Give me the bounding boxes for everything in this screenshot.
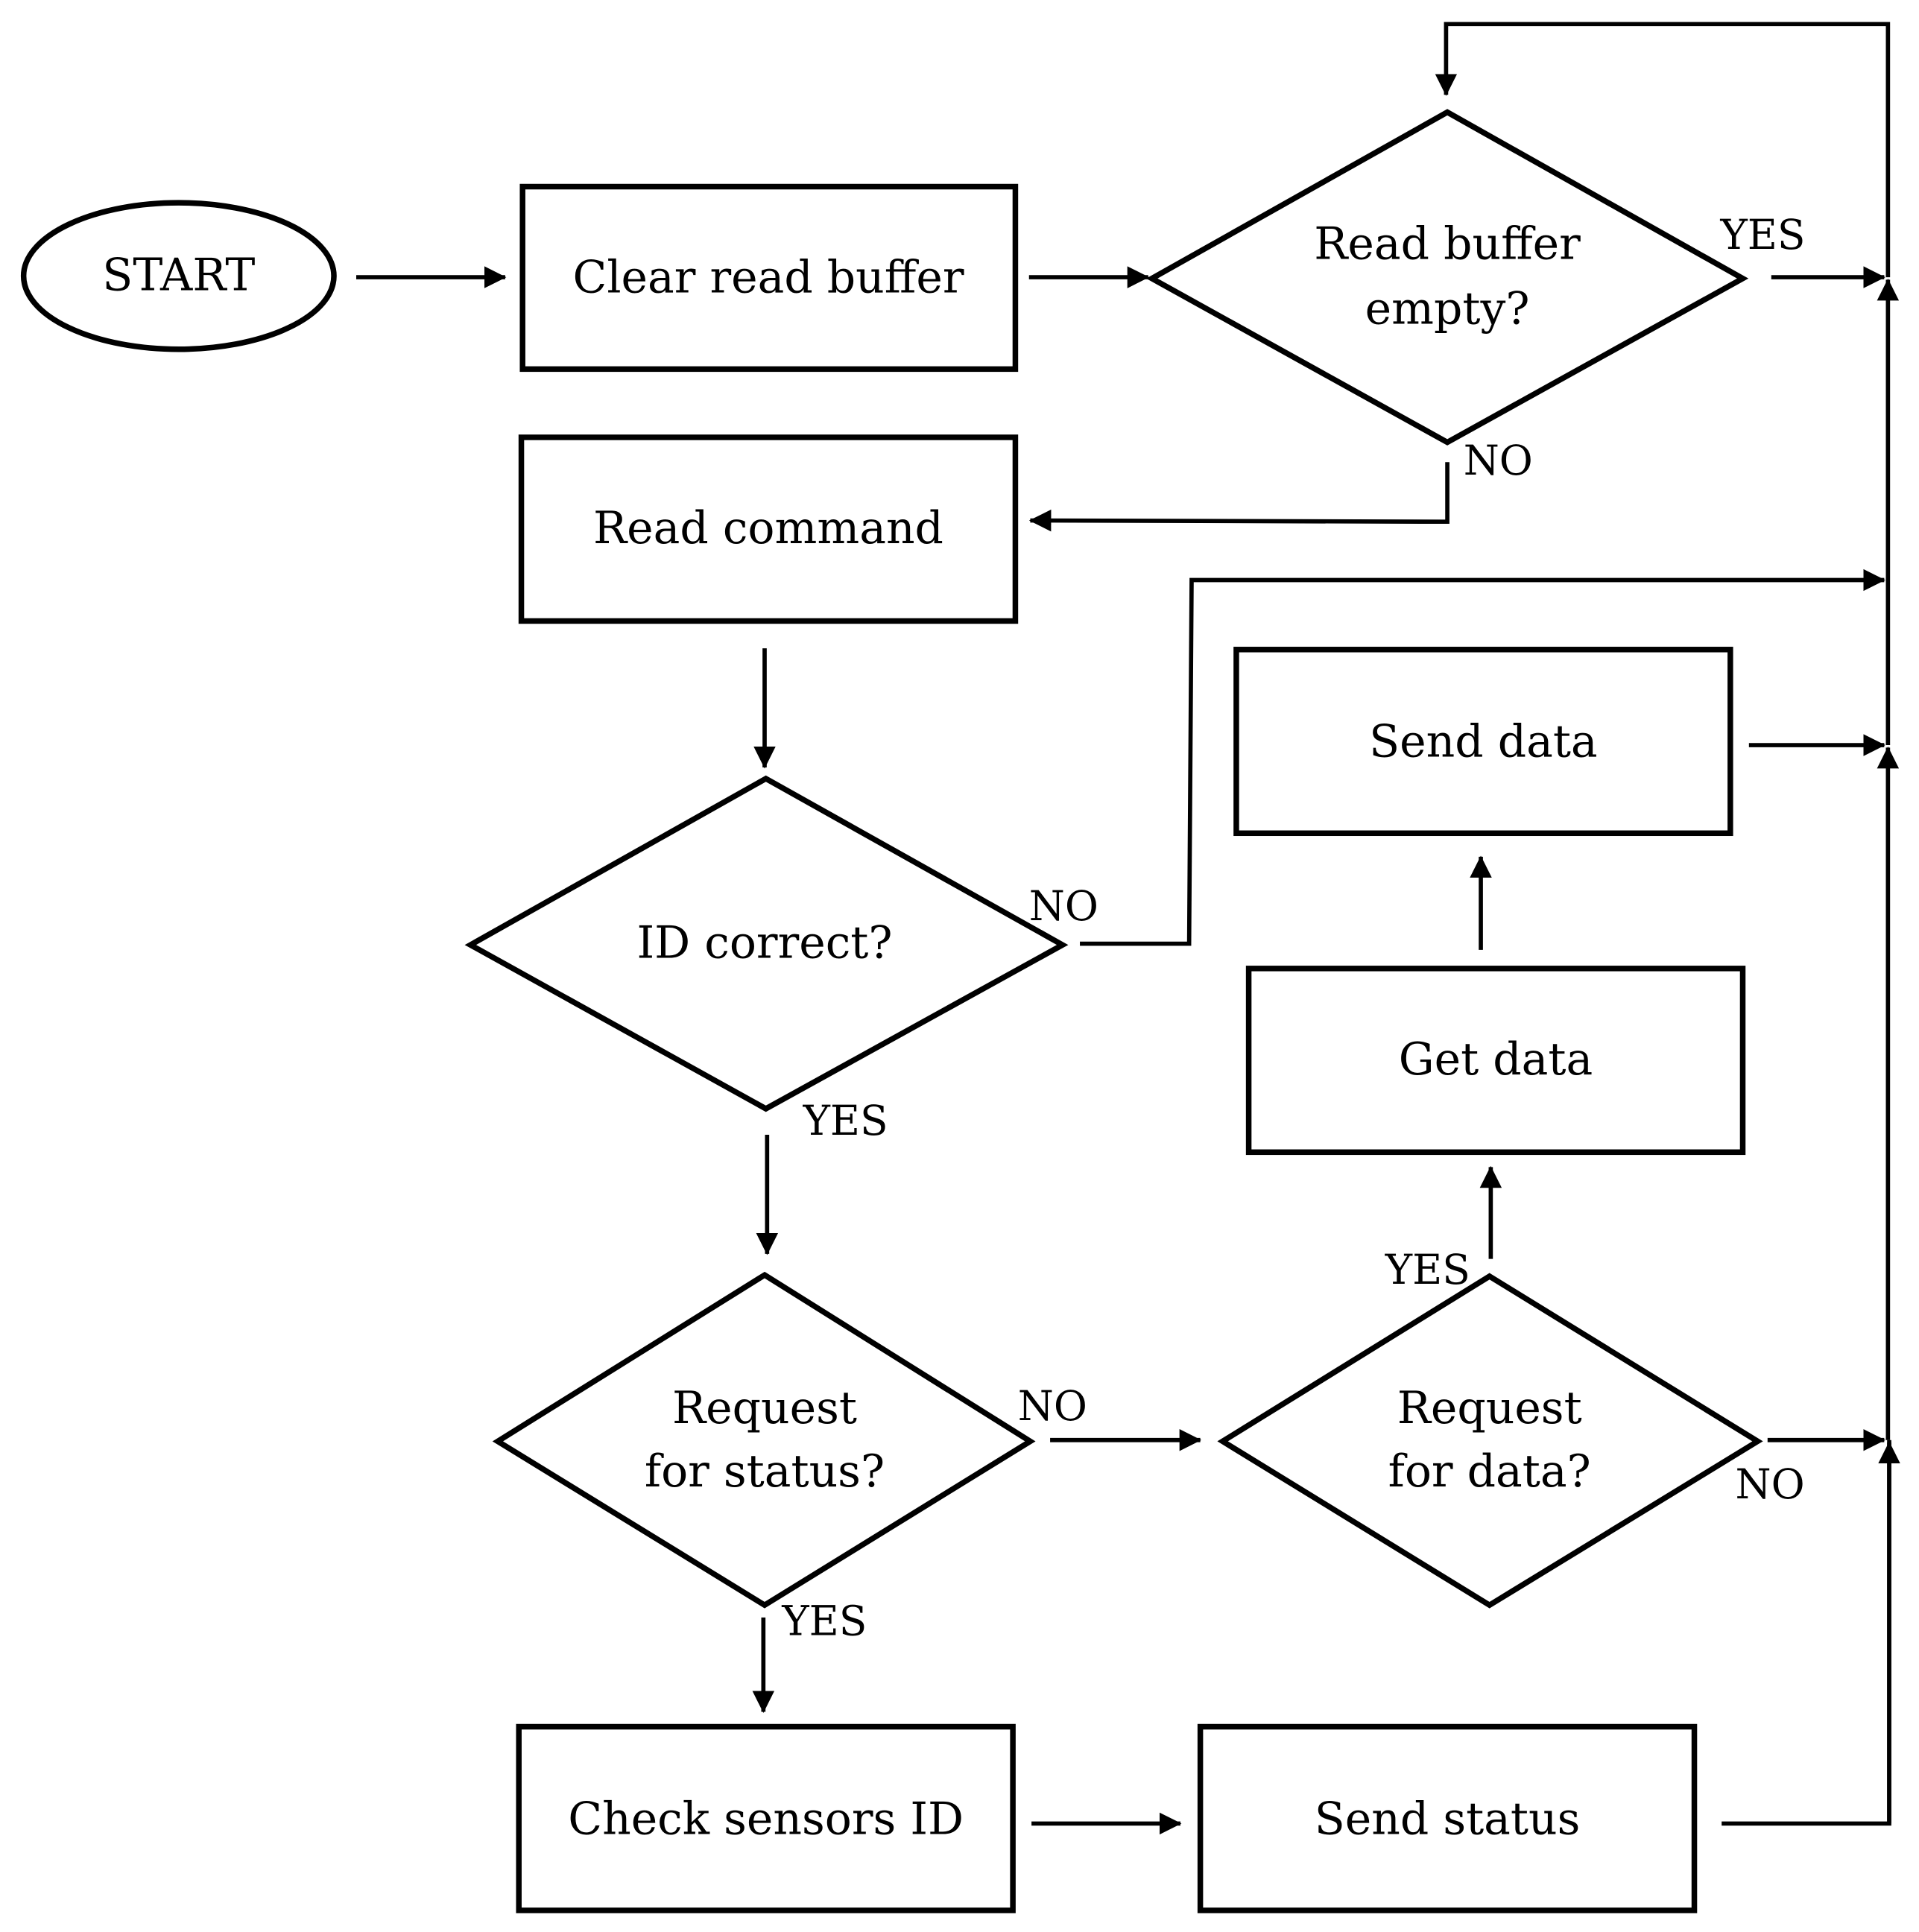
request-for-data-decision	[1217, 1273, 1763, 1609]
request-for-status-label-line1: Request	[672, 1382, 857, 1434]
send-data-label: Send data	[1369, 716, 1598, 768]
get-data-box	[1245, 966, 1746, 1156]
read-buffer-empty-label-line2: empty?	[1365, 282, 1530, 335]
edge-label-status-no: NO	[1018, 1382, 1087, 1430]
get-data-label: Get data	[1399, 1033, 1593, 1086]
clear-read-buffer-box	[519, 183, 1019, 373]
read-buffer-empty-decision	[1145, 109, 1749, 446]
edge-label-data-yes: YES	[1385, 1246, 1470, 1293]
edge-label-status-yes: YES	[781, 1597, 867, 1644]
check-sensors-id-label: Check sensors ID	[568, 1793, 964, 1845]
loop-return	[1435, 22, 1891, 278]
edge-label-id-no: NO	[1029, 882, 1098, 930]
arrow-buffer-no	[1028, 462, 1449, 532]
read-command-box	[518, 434, 1019, 624]
request-for-status-label-line2: for status?	[645, 1445, 885, 1498]
start-terminal	[20, 200, 337, 352]
send-status-label: Send status	[1315, 1793, 1581, 1845]
request-for-data-label-line1: Request	[1397, 1382, 1582, 1434]
arrow-id-no	[1080, 568, 1885, 946]
id-correct-label: ID correct?	[636, 916, 892, 969]
edge-label-data-no: NO	[1735, 1460, 1804, 1508]
request-for-data-label-line2: for data?	[1388, 1445, 1591, 1498]
id-correct-decision	[464, 775, 1069, 1112]
read-buffer-empty-label-line1: Read buffer	[1314, 218, 1581, 270]
send-data-box	[1233, 647, 1733, 837]
start-label: START	[102, 249, 255, 301]
check-sensors-id-box	[516, 1723, 1016, 1913]
send-status-box	[1197, 1723, 1698, 1913]
edge-label-buffer-no: NO	[1464, 437, 1533, 484]
edge-label-id-yes: YES	[803, 1097, 888, 1144]
clear-read-buffer-label: Clear read buffer	[572, 252, 964, 304]
request-for-status-decision	[492, 1271, 1036, 1609]
read-command-label: Read command	[593, 502, 943, 554]
edge-label-buffer-yes: YES	[1720, 211, 1806, 259]
